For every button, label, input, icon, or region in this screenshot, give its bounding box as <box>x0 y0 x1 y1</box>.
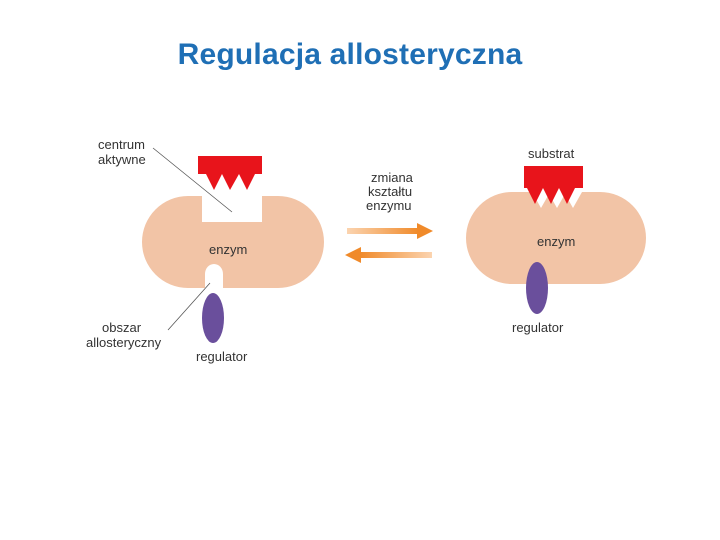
pointer-active-site <box>152 147 233 213</box>
regulator-label-right: regulator <box>512 320 564 335</box>
active-site-label-line2: aktywne <box>98 152 146 167</box>
regulator-label-left: regulator <box>196 349 248 364</box>
enzyme-label-right: enzym <box>537 234 575 249</box>
regulator-right <box>526 262 548 314</box>
slide-title: Regulacja allosteryczna <box>177 38 523 71</box>
enzyme-shape-left <box>142 196 324 288</box>
substrate-label: substrat <box>528 146 575 161</box>
substrate-left <box>198 156 262 190</box>
enzyme-label-left: enzym <box>209 242 247 257</box>
active-site-label-line1: centrum <box>98 137 145 152</box>
regulator-left <box>202 293 224 343</box>
arrow-left <box>345 247 432 263</box>
change-shape-label-line1: zmiana <box>371 170 414 185</box>
arrow-right <box>347 223 433 239</box>
pointer-allosteric-site <box>167 282 211 331</box>
substrate-right <box>524 166 583 204</box>
allosteric-site-label: obszar allosteryczny <box>86 320 162 350</box>
left-panel: centrum aktywne enzym obszar allosterycz… <box>86 137 324 364</box>
enzyme-shape-right <box>466 192 646 284</box>
allosteric-site-label-line1: obszar <box>102 320 142 335</box>
allosteric-site-label-line2: allosteryczny <box>86 335 162 350</box>
right-panel: substrat enzym regulator <box>466 146 646 335</box>
change-shape-label-line3: enzymu <box>366 198 412 213</box>
change-shape-label: zmiana kształtu enzymu <box>366 170 417 213</box>
active-site-label: centrum aktywne <box>98 137 149 167</box>
change-shape-label-line2: kształtu <box>368 184 412 199</box>
middle-panel: zmiana kształtu enzymu <box>345 170 433 263</box>
